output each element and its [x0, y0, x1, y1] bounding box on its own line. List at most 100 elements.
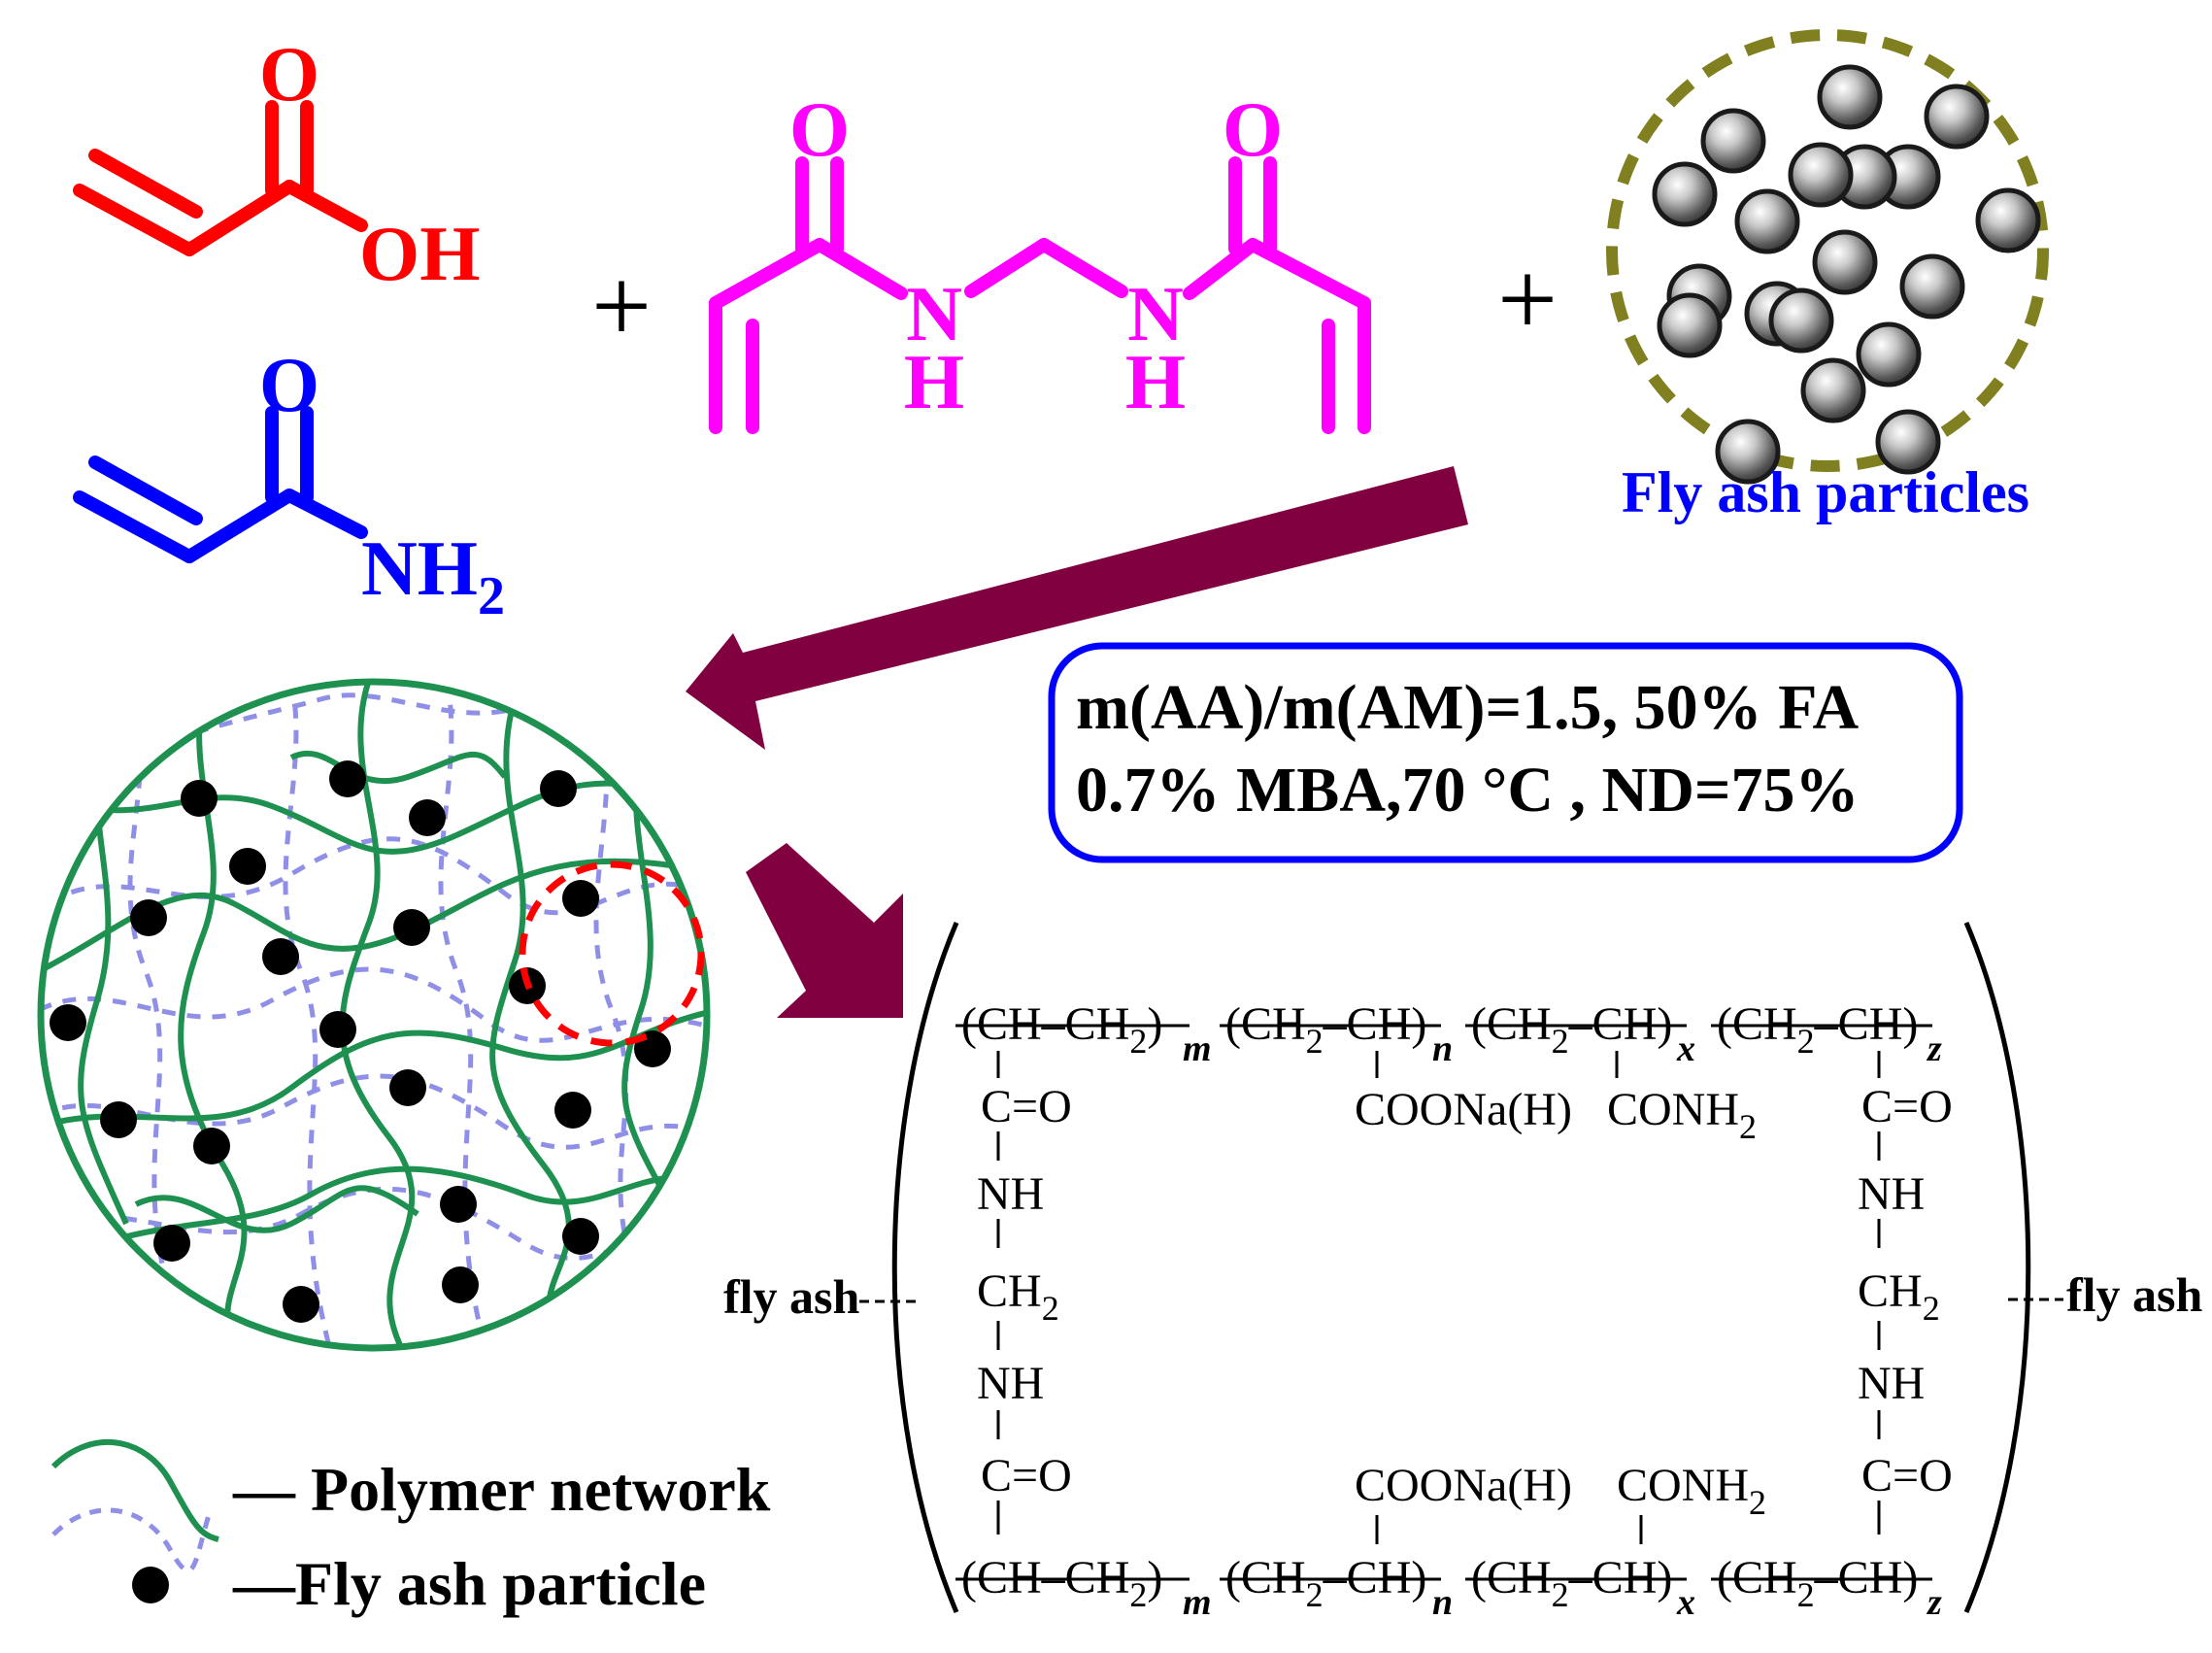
crosslink-nh: NH — [977, 1168, 1044, 1220]
pendant-amide-bottom: CONH2 — [1617, 1460, 1766, 1522]
structure-paren-left — [891, 922, 959, 1613]
acrylamide-structure — [73, 406, 368, 563]
polymer-chain — [178, 689, 248, 1348]
fly-ash-left-label: fly ash — [723, 1269, 860, 1324]
crosslink-columns: C=ONHCH2NHC=OC=ONHCH2NHC=OCOONa(H)CONH2C… — [977, 1051, 1953, 1544]
repeat-subscript: x — [1676, 1029, 1695, 1069]
fly-ash-sphere — [1875, 409, 1941, 475]
fly-ash-particle-dot — [229, 848, 266, 885]
fly-ash-sphere — [1812, 229, 1878, 295]
crosslink-nh: NH — [1858, 1168, 1925, 1220]
repeat-subscript: m — [1183, 1582, 1212, 1623]
fly-ash-sphere — [1975, 187, 2041, 253]
fly-ash-particle-dot — [389, 1069, 426, 1106]
network-particles — [50, 760, 671, 1323]
detail-focus-ring — [519, 860, 705, 1047]
plus-sign-1: + — [591, 247, 652, 365]
dashed-chain — [56, 682, 702, 799]
legend-polymer-network-label: — Polymer network — [232, 1455, 771, 1524]
am-bond-c1-double — [88, 455, 203, 525]
conditions-line-1: m(AA)/m(AM)=1.5, 50% FA — [1076, 672, 1860, 743]
conditions-box — [1048, 642, 1963, 863]
pendant-carboxyl-top: COONa(H) — [1355, 1084, 1572, 1135]
legend-solid-chain-swatch — [50, 1439, 219, 1542]
fly-ash-sphere — [1700, 108, 1766, 174]
am-bond-c2 — [183, 489, 296, 563]
am-oxygen-label: O — [259, 343, 319, 428]
fly-ash-right-label: fly ash — [2066, 1267, 2203, 1322]
solid-chains — [41, 682, 707, 1348]
repeat-subscript: n — [1432, 1582, 1453, 1623]
repeat-subscript: n — [1432, 1029, 1453, 1069]
fly-ash-boundary — [1606, 29, 2049, 472]
fly-ash-particle-dot — [442, 1266, 479, 1303]
mba-nitrogen-left: N — [906, 272, 962, 357]
crosslink-carbonyl: C=O — [981, 1081, 1072, 1132]
backbone-segment: (CH–CH2) — [961, 998, 1162, 1061]
repeat-subscript: z — [1926, 1582, 1942, 1623]
fly-ash-particle-dot — [283, 1286, 319, 1323]
structure-paren-right — [1963, 922, 2031, 1613]
dashed-chain — [283, 682, 333, 1348]
fly-ash-particle-dot — [319, 1011, 356, 1048]
crosslink-ch2: CH2 — [977, 1265, 1059, 1328]
legend: — Polymer network —Fly ash particle — [50, 1439, 771, 1618]
fly-ash-sphere — [1924, 84, 1990, 150]
mba-bond-ch2-r — [1037, 238, 1128, 298]
fly-ash-particle-dot — [100, 1101, 137, 1138]
network-boundary — [37, 678, 711, 1352]
fly-ash-particle-dot — [181, 780, 218, 817]
fly-ash-particle-dot — [50, 1004, 86, 1041]
reaction-arrow-detail — [746, 843, 903, 1018]
am-amine-label: NH2 — [361, 526, 505, 626]
fly-ash-left-text: fly ash — [723, 1269, 860, 1324]
polymer-chain — [489, 698, 572, 1342]
repeat-subscript: m — [1183, 1029, 1212, 1069]
fly-ash-sphere — [1817, 64, 1883, 130]
fly-ash-particle-dot — [540, 770, 577, 807]
mba-bond-r1 — [1246, 238, 1371, 310]
mba-bond-l2 — [813, 238, 908, 300]
fly-ash-sphere — [1657, 292, 1723, 358]
fly-ash-particle-dot — [393, 909, 430, 946]
crosslink-carbonyl: C=O — [1861, 1081, 1953, 1132]
fly-ash-particle-dot — [329, 760, 366, 797]
crosslink-ch2: CH2 — [1858, 1265, 1940, 1328]
mba-oxygen-left: O — [789, 87, 850, 173]
polymer-chain — [47, 780, 707, 855]
fly-ash-particle-dot — [153, 1225, 190, 1262]
dashed-chain — [41, 966, 707, 1043]
conditions-line-2: 0.7% MBA,70 °C , ND=75% — [1076, 755, 1859, 826]
fly-ash-sphere — [1734, 188, 1800, 254]
fly-ash-particle-dot — [262, 938, 299, 975]
mba-bond-r2 — [1183, 238, 1259, 300]
polymer-chain — [289, 750, 508, 785]
crosslink-carbonyl: C=O — [1861, 1450, 1953, 1501]
network-strands — [41, 682, 707, 1348]
mba-nitrogen-right: N — [1127, 272, 1184, 357]
pendant-amide-top: CONH2 — [1607, 1084, 1757, 1146]
repeat-subscript: z — [1926, 1029, 1942, 1069]
backbone-segment: (CH2–CH) — [1225, 998, 1426, 1061]
fly-ash-particle-dot — [554, 1092, 591, 1129]
mba-bond-ch2-l — [964, 238, 1051, 298]
fly-ash-particle-dot — [562, 880, 599, 917]
plus-sign-2: + — [1497, 240, 1558, 358]
legend-dashed-chain-swatch — [51, 1507, 212, 1573]
legend-particle-swatch — [132, 1567, 169, 1603]
fly-ash-particle-dot — [130, 899, 167, 936]
backbone-bottom: (CH–CH2)m(CH2–CH)n(CH2–CH)x(CH2–CH)z — [955, 1552, 1942, 1623]
fly-ash-cluster — [1606, 29, 2049, 485]
am-nh-text: NH — [361, 526, 478, 612]
fly-ash-sphere — [1800, 357, 1866, 423]
fly-ash-particles-label: Fly ash particles — [1622, 460, 2029, 524]
polymer-chain — [41, 1007, 707, 1130]
repeat-subscript: x — [1676, 1582, 1695, 1623]
fly-ash-sphere — [1768, 287, 1834, 354]
mba-structure — [709, 156, 1371, 434]
mba-hydrogen-right: H — [1125, 340, 1186, 425]
backbone-segment: (CH–CH2) — [961, 1552, 1162, 1614]
crosslink-nh: NH — [1858, 1358, 1925, 1409]
